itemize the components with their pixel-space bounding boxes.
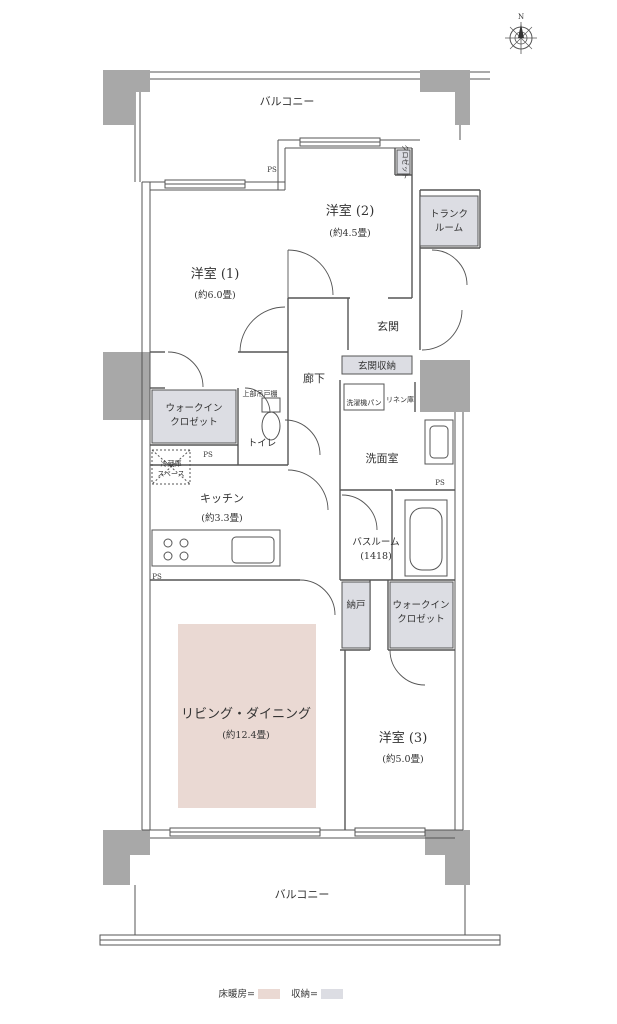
bathroom-label: バスルーム: [352, 537, 399, 548]
washer-pan-label: 洗濯機パン: [346, 398, 381, 407]
legend-floor-heating-label: 床暖房=: [219, 988, 255, 1000]
legend-floor-heating-swatch: [258, 989, 280, 999]
compass-icon: [505, 22, 537, 54]
western-room-1-size: (約6.0畳): [194, 289, 236, 301]
toilet-label: トイレ: [248, 438, 277, 449]
fridge-space-label-2: スペース: [157, 470, 184, 478]
balcony-top-label: バルコニー: [260, 95, 315, 108]
balcony-bottom-label: バルコニー: [275, 888, 330, 901]
ps-label: PS: [267, 166, 277, 174]
storage-areas: [151, 149, 479, 649]
fixtures: [151, 383, 454, 577]
kitchen-label: キッチン: [200, 492, 244, 505]
closet-label: クロゼット: [401, 145, 410, 180]
western-room-2-label: 洋室 (2): [326, 203, 375, 219]
ps-label: PS: [152, 573, 162, 581]
ps-label: PS: [435, 479, 445, 487]
interior-walls: [150, 148, 481, 830]
walkin-closet-2-label-2: クロゼット: [397, 613, 445, 625]
walkin-closet-1-label-2: クロゼット: [170, 416, 218, 428]
compass-north-label: N: [518, 13, 524, 21]
western-room-1-label: 洋室 (1): [191, 266, 240, 282]
trunk-room-label-1: トランク: [430, 209, 468, 220]
storage-room-label: 納戸: [346, 599, 365, 611]
western-room-3-size: (約5.0畳): [382, 753, 424, 765]
living-dining-label: リビング・ダイニング: [181, 707, 311, 722]
entrance-label: 玄関: [377, 319, 399, 333]
doors: [167, 249, 468, 686]
kitchen-size: (約3.3畳): [201, 512, 243, 524]
balcony-bottom-railing: [99, 885, 501, 946]
fridge-space-label-1: 冷蔵庫: [161, 459, 182, 468]
legend-storage-label: 収納=: [291, 988, 318, 1000]
upper-shelf-label: 上部吊戸棚: [243, 389, 278, 398]
entrance-storage-label: 玄関収納: [358, 360, 396, 372]
walkin-closet-1-label-1: ウォークイン: [165, 403, 222, 414]
bathroom-size: (1418): [360, 551, 392, 562]
trunk-room-label-2: ルーム: [435, 223, 463, 234]
windows-top: [164, 137, 426, 837]
legend-storage-swatch: [321, 989, 343, 999]
ps-label: PS: [203, 451, 213, 459]
washroom-label: 洗面室: [366, 451, 399, 465]
floor-heating-area: [178, 624, 316, 808]
walkin-closet-2-label-1: ウォークイン: [392, 600, 449, 611]
linen-label: リネン庫: [386, 395, 414, 404]
living-dining-size: (約12.4畳): [222, 729, 270, 741]
hallway-label: 廊下: [303, 371, 325, 385]
western-room-2-size: (約4.5畳): [329, 227, 371, 239]
western-room-3-label: 洋室 (3): [379, 730, 428, 746]
